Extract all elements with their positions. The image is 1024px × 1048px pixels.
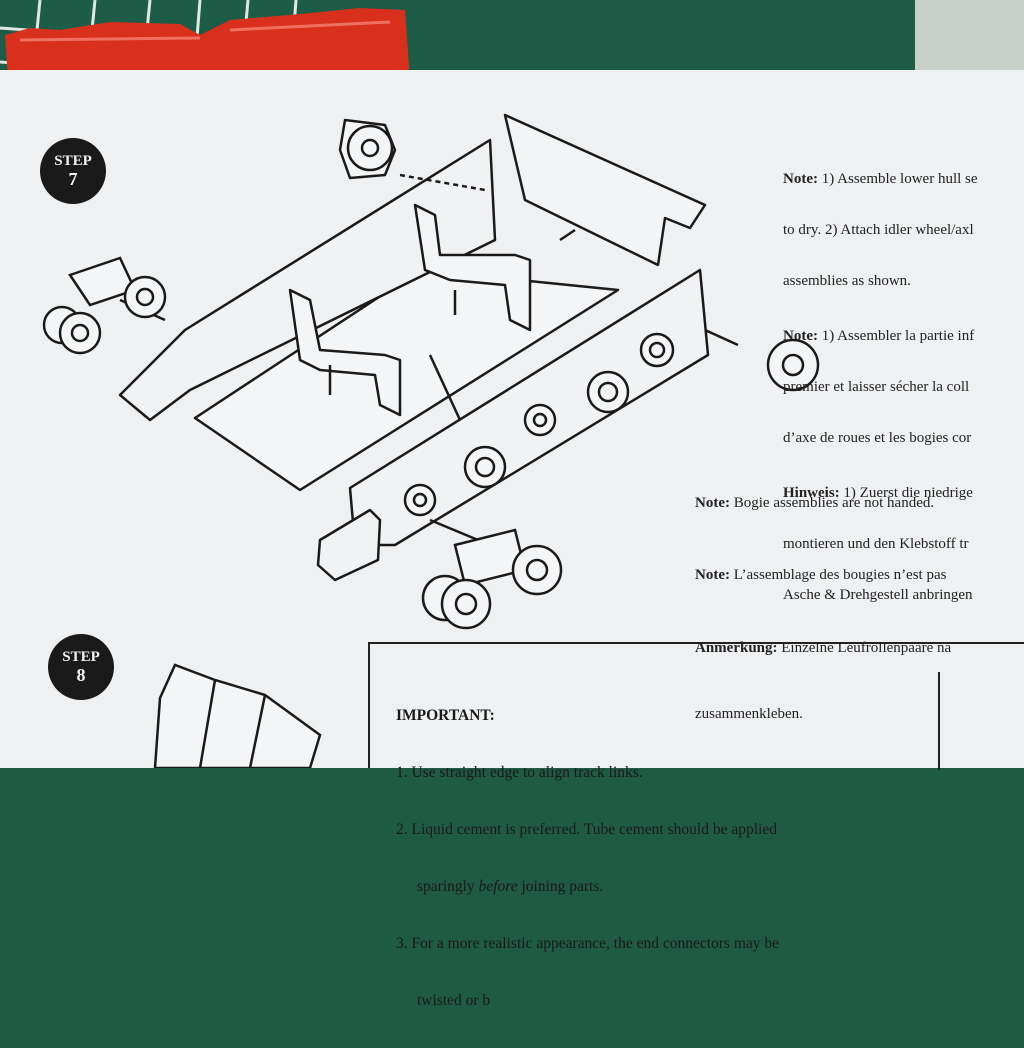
important-box: IMPORTANT: 1. Use straight edge to align… (368, 642, 1024, 1009)
note-fr-text: 1) Assembler la partie inf (821, 328, 975, 344)
bogie-note-fr-head: Note: (695, 567, 730, 583)
bogie-note-en-text: Bogie assemblies are not handed. (733, 495, 935, 511)
step-7-label: STEP (54, 153, 92, 169)
note-en-head: Note: (783, 171, 818, 187)
important-item-2: 2. Liquid cement is preferred. Tube ceme… (396, 821, 777, 838)
important-item-3: 3. For a more realistic appearance, the … (396, 935, 780, 952)
important-divider (938, 672, 940, 770)
important-item-2b: sparingly (417, 878, 479, 895)
step-8-number: 8 (76, 665, 86, 685)
note-de-l2: montieren und den Klebstoff tr (783, 536, 969, 552)
bogie-note-de-text: Einzelne Leufrollenpaare na (781, 640, 952, 656)
step-8-label: STEP (62, 649, 100, 665)
note-en-l3: assemblies as shown. (783, 273, 911, 289)
note-fr-l2: premier et laisser sécher la coll (783, 379, 970, 395)
bogie-note-de-l2: zusammenkleben. (695, 706, 803, 722)
notes-top: Note: 1) Assemble lower hull se to dry. … (783, 137, 978, 621)
red-wrapper (5, 8, 410, 80)
note-de-l3: Asche & Drehgestell anbringen (783, 587, 973, 603)
important-item-2c: before (478, 878, 518, 895)
step-7-number: 7 (68, 169, 78, 189)
bogie-note-fr-text: L’assemblage des bougies n’est pas (733, 567, 947, 583)
step-7-badge: STEP 7 (40, 138, 106, 204)
notes-mid: Note: Bogie assemblies are not handed. N… (695, 443, 951, 747)
note-fr-l3: d’axe de roues et les bogies cor (783, 430, 972, 446)
note-en-text: 1) Assemble lower hull se (821, 171, 978, 187)
bogie-note-en-head: Note: (695, 495, 730, 511)
note-fr-head: Note: (783, 328, 818, 344)
note-de-text: 1) Zuerst die niedrige (843, 485, 973, 501)
bogie-note-de-head: Anmerkung: (695, 640, 778, 656)
important-item-3b: twisted or b (417, 992, 491, 1009)
step-8-badge: STEP 8 (48, 634, 114, 700)
hull-assembly-drawing (42, 113, 820, 768)
important-title: IMPORTANT: (396, 707, 495, 724)
important-item-2d: joining parts. (517, 878, 604, 895)
note-en-l2: to dry. 2) Attach idler wheel/axl (783, 222, 974, 238)
note-de-head: Hinweis: (783, 485, 840, 501)
important-item-1: 1. Use straight edge to align track link… (396, 764, 643, 781)
